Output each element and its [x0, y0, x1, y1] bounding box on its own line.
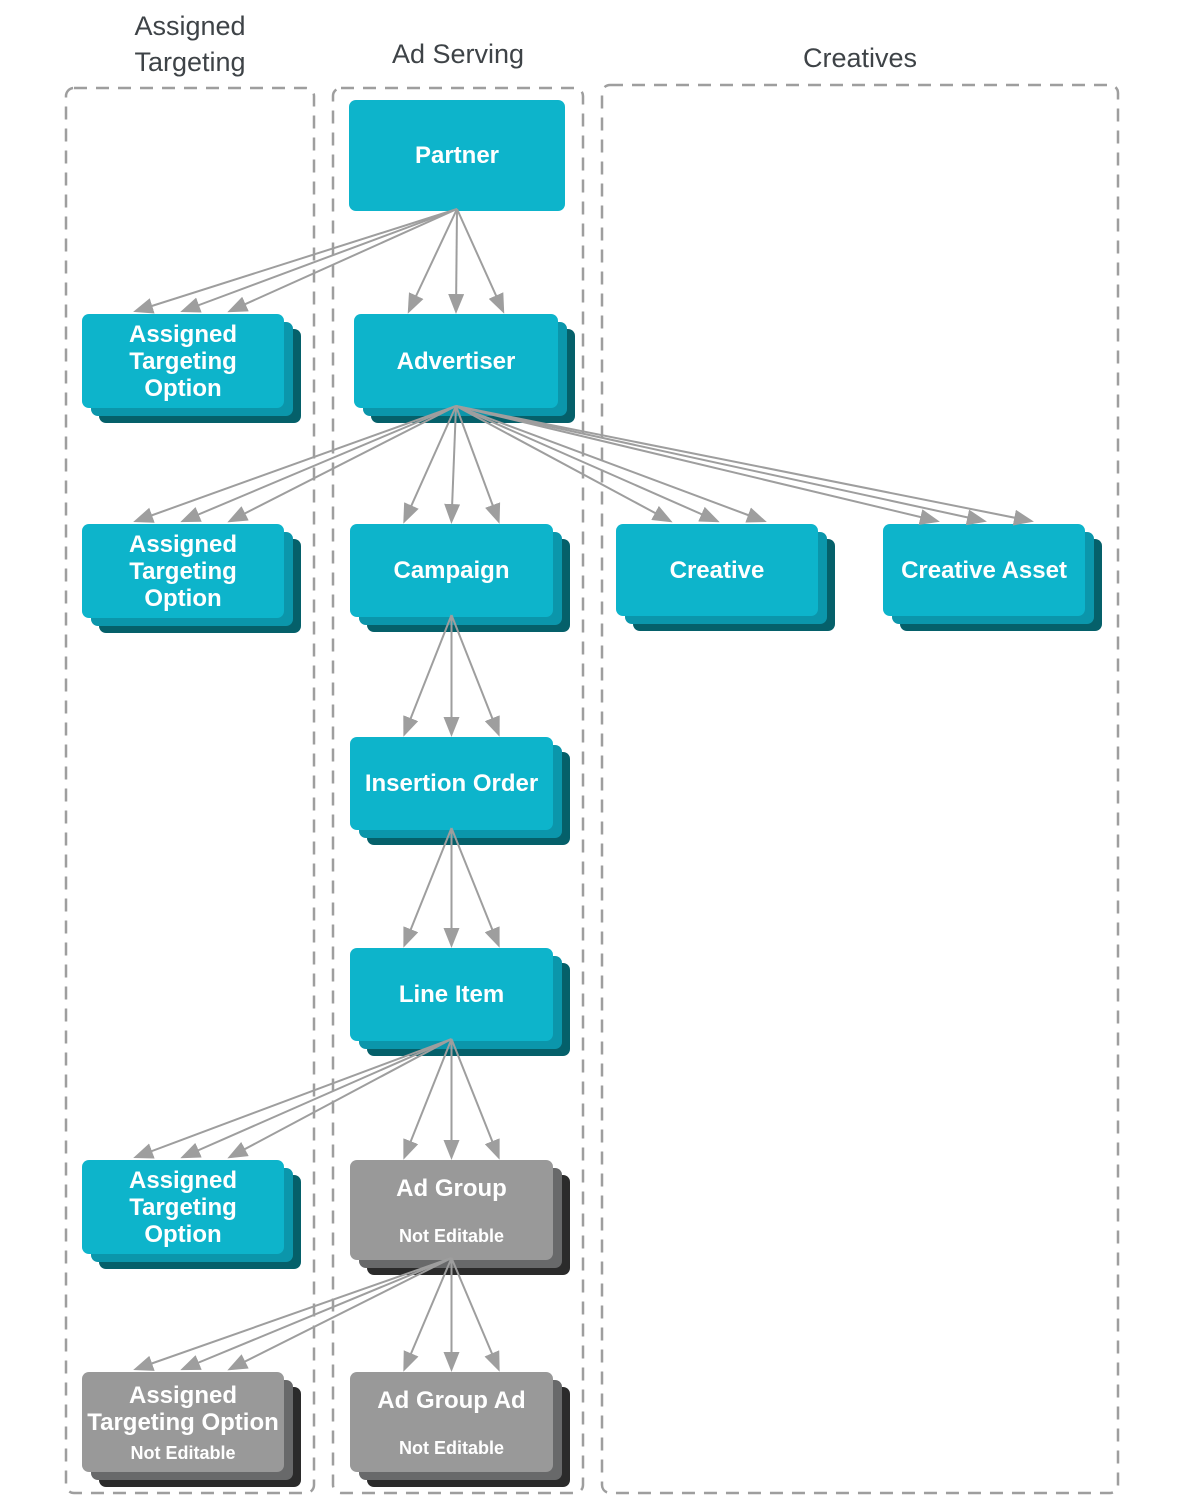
node-label: Insertion Order — [364, 770, 539, 797]
node-advertiser: Advertiser — [354, 314, 558, 408]
column-title-ad-serving: Ad Serving — [391, 39, 525, 69]
column-title-creatives: Creatives — [802, 43, 918, 73]
node-line-item: Line Item — [350, 948, 553, 1041]
column-title-assigned-targeting: Assigned Targeting — [134, 11, 246, 77]
node-label: Ad Group Ad — [377, 1386, 526, 1414]
node-label: Advertiser — [396, 347, 516, 375]
node-label: Creative Asset — [901, 556, 1067, 584]
node-creative-asset: Creative Asset — [883, 524, 1085, 616]
node-label: Partner — [414, 142, 500, 169]
node-sublabel: Not Editable — [398, 1225, 504, 1246]
node-insertion-order: Insertion Order — [350, 737, 553, 830]
node-campaign: Campaign — [350, 524, 553, 617]
node-label: Ad Group — [396, 1174, 507, 1202]
node-label: Creative — [669, 556, 765, 584]
node-partner: Partner — [349, 100, 565, 211]
node-ad-group-ad: Ad Group Ad Not Editable — [350, 1372, 553, 1472]
node-sublabel: Not Editable — [130, 1442, 236, 1463]
node-sublabel: Not Editable — [398, 1437, 504, 1458]
node-label: Line Item — [398, 981, 505, 1008]
node-creative: Creative — [616, 524, 818, 616]
node-label: Campaign — [393, 557, 510, 584]
